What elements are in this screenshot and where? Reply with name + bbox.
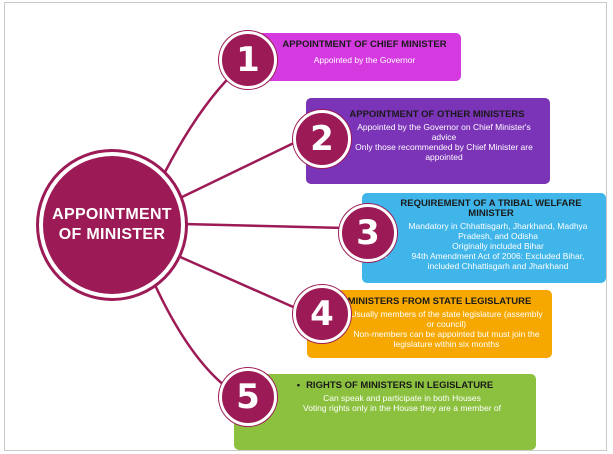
connector-2	[179, 138, 301, 200]
step-number-2: 2	[293, 110, 351, 168]
step-bullet: Only those recommended by Chief Minister…	[346, 142, 542, 162]
step-number-5: 5	[219, 368, 277, 426]
step-title-1: APPOINTMENT OF CHIEF MINISTER	[282, 39, 447, 50]
step-bullet: Usually members of the state legislature…	[347, 309, 546, 329]
step-title-4: MINISTERS FROM STATE LEGISLATURE	[347, 296, 532, 307]
step-text-1: Appointed by the Governor	[313, 55, 416, 65]
step-bullet: Can speak and participate in both Houses	[274, 393, 530, 403]
step-number-3: 3	[339, 204, 397, 262]
step-title-2: APPOINTMENT OF OTHER MINISTERS	[349, 109, 525, 120]
step-bullet: Originally included Bihar	[396, 241, 600, 251]
step-card-3: REQUIREMENT OF A TRIBAL WELFARE MINISTER…	[362, 193, 606, 283]
hub-circle: APPOINTMENT OF MINISTER	[43, 156, 181, 294]
connector-5	[153, 284, 231, 391]
connector-3	[182, 222, 346, 230]
step-title-3: REQUIREMENT OF A TRIBAL WELFARE MINISTER	[400, 198, 582, 219]
step-title-5: RIGHTS OF MINISTERS IN LEGISLATURE	[260, 381, 530, 391]
step-bullet: Non-members can be appointed but must jo…	[347, 329, 546, 349]
hub-title: APPOINTMENT OF MINISTER	[52, 206, 172, 243]
connector-4	[177, 254, 301, 312]
step-card-5: RIGHTS OF MINISTERS IN LEGISLATURE Can s…	[234, 374, 536, 450]
step-bullet: 94th Amendment Act of 2006: Excluded Bih…	[396, 251, 600, 271]
step-bullet: Appointed by the Governor on Chief Minis…	[346, 122, 542, 142]
step-card-2: APPOINTMENT OF OTHER MINISTERS Appointed…	[306, 98, 550, 184]
step-card-1: APPOINTMENT OF CHIEF MINISTER Appointed …	[248, 33, 461, 81]
step-bullet: Mandatory in Chhattisgarh, Jharkhand, Ma…	[396, 221, 600, 241]
step-number-1: 1	[219, 31, 277, 89]
step-bullet: Voting rights only in the House they are…	[274, 403, 530, 413]
step-number-4: 4	[293, 285, 351, 343]
